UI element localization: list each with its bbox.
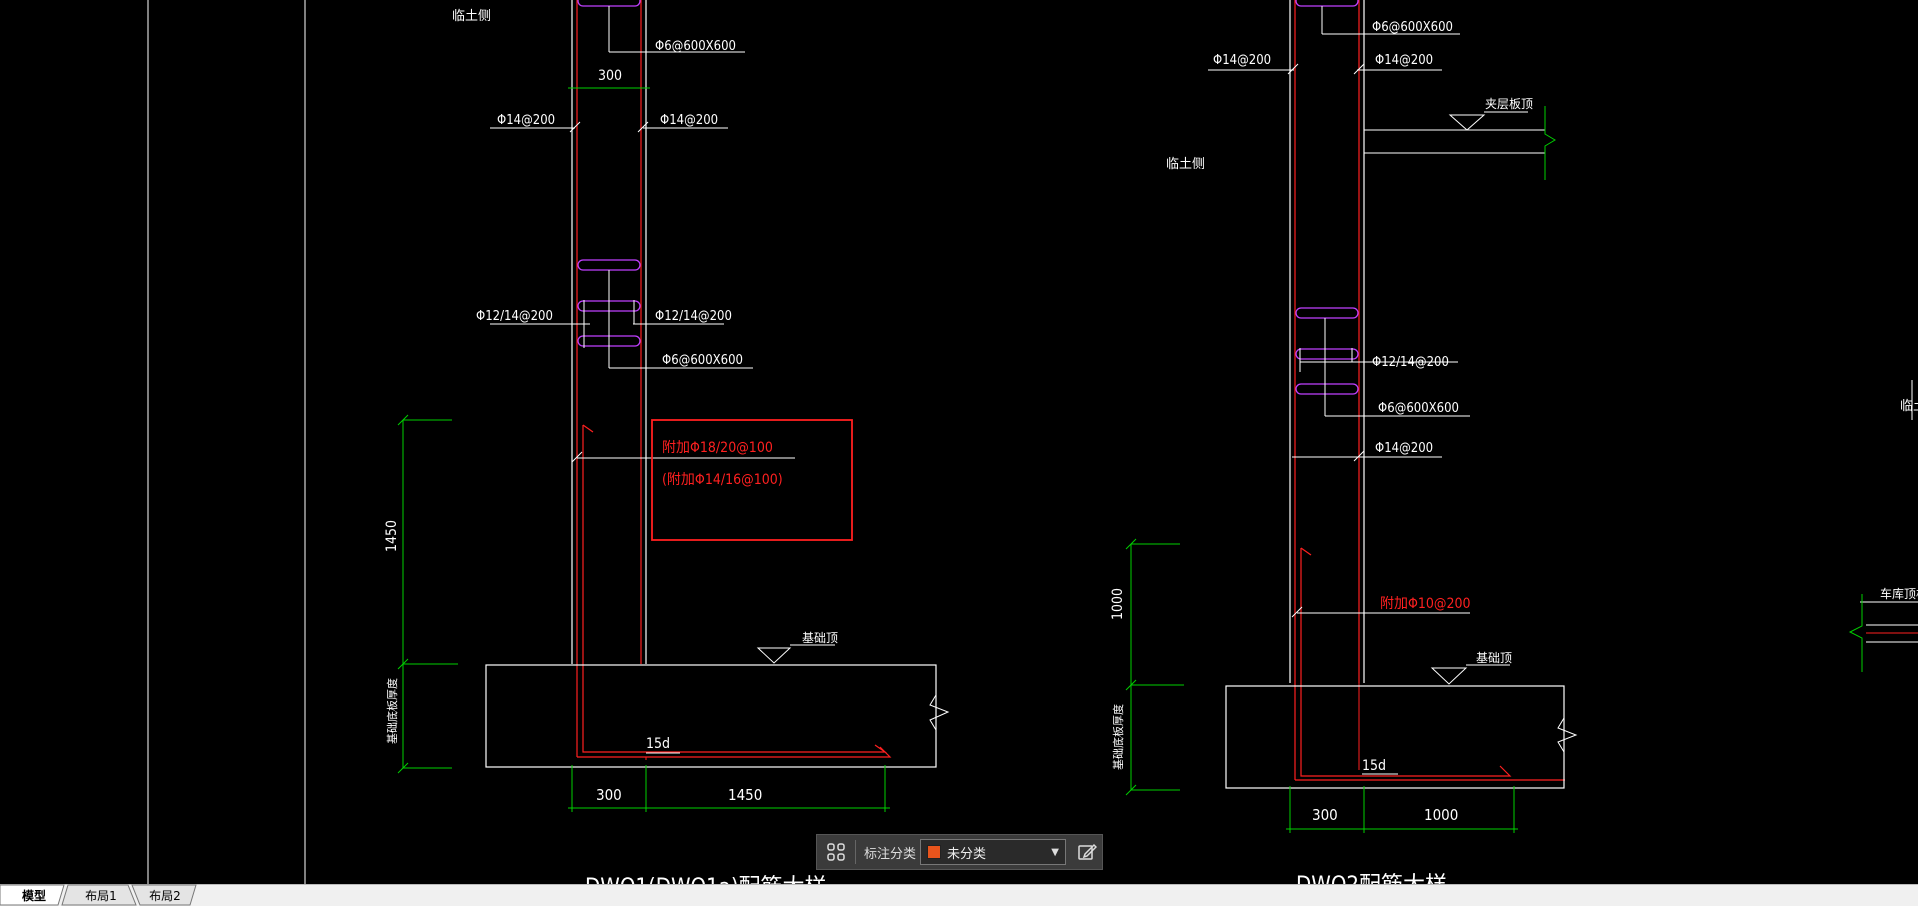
left-added-bar	[582, 425, 887, 753]
left-anchor-label: 15d	[646, 736, 670, 752]
left-rebar-inner-top: Φ14@200	[660, 113, 718, 128]
left-width-dim-ext: 1450	[728, 786, 762, 804]
right-height-dim: 1000	[1110, 588, 1126, 620]
left-detail: 临土侧 Φ6@600X600 300 Φ14@200 Φ14@200 Φ12/1	[384, 0, 950, 884]
annotation-category-value: 未分类	[947, 846, 987, 862]
grid-icon[interactable]	[821, 837, 851, 867]
right-anchor-label: 15d	[1362, 758, 1386, 774]
annotation-category-label: 标注分类	[864, 846, 917, 862]
right-rebar-mid: Φ12/14@200	[1372, 355, 1449, 370]
right-stirrup-mid-label: Φ6@600X600	[1378, 401, 1459, 416]
right-rebar-inner-top: Φ14@200	[1375, 53, 1433, 68]
left-foundation-slab	[485, 664, 937, 768]
edge-detail: 临土侧 车库顶板	[1848, 380, 1918, 672]
left-rebar-outer-top: Φ14@200	[497, 113, 555, 128]
left-rebar-outer-mid: Φ12/14@200	[476, 309, 553, 324]
left-base-thickness-label: 基础底板厚度	[385, 678, 399, 744]
left-stirrup-top	[577, 0, 641, 7]
right-rebar-outer-top: Φ14@200	[1213, 53, 1271, 68]
tab-model[interactable]: 模型	[21, 889, 46, 903]
annotation-category-select[interactable]: 未分类 ▼	[920, 839, 1066, 865]
left-highlight-box[interactable]	[651, 419, 853, 541]
right-rebar-low: Φ14@200	[1375, 441, 1433, 456]
tab-shapes	[0, 884, 197, 906]
left-added-bar-2: (附加Φ14/16@100)	[662, 472, 783, 488]
drawing-svg: 临土侧 Φ6@600X600 300 Φ14@200 Φ14@200 Φ12/1	[147, 0, 1918, 884]
cad-drawing-canvas[interactable]: 临土侧 Φ6@600X600 300 Φ14@200 Φ14@200 Φ12/1	[0, 0, 1918, 884]
right-detail: Φ6@600X600 Φ14@200 Φ14@200 夹层板顶 临土侧 Φ12/…	[1110, 0, 1578, 884]
right-floor-label: 夹层板顶	[1485, 97, 1533, 111]
toolbar-separator	[855, 840, 856, 864]
chevron-down-icon: ▼	[1051, 846, 1059, 858]
right-detail-title: DWQ2配筋大样	[1296, 873, 1447, 884]
tab-layout2[interactable]: 布局2	[149, 889, 181, 903]
right-stirrup-top-label: Φ6@600X600	[1372, 20, 1453, 35]
layout-tab-bar: 模型 布局1 布局2	[0, 884, 1918, 906]
tab-layout1[interactable]: 布局1	[85, 889, 117, 903]
edge-slab-label: 车库顶板	[1880, 586, 1918, 601]
left-detail-title: DWQ1(DWQ1a)配筋大样	[585, 875, 827, 884]
edge-soil-side-label: 临土侧	[1900, 399, 1918, 414]
left-stirrup-mid-label: Φ6@600X600	[662, 353, 743, 368]
right-added-bar: 附加Φ10@200	[1380, 596, 1471, 612]
left-foundation-top-label: 基础顶	[802, 631, 838, 645]
right-width-dim-wall: 300	[1312, 806, 1338, 824]
left-rebar-inner-mid: Φ12/14@200	[655, 309, 732, 324]
edit-icon[interactable]	[1072, 837, 1102, 867]
left-width-dim-wall: 300	[596, 786, 622, 804]
category-color-swatch	[927, 845, 942, 859]
annotation-category-toolbar: 标注分类 未分类 ▼	[816, 834, 1103, 870]
left-added-bar-1: 附加Φ18/20@100	[662, 440, 773, 456]
right-base-thickness-label: 基础底板厚度	[1111, 704, 1125, 770]
left-stirrup-top-label: Φ6@600X600	[655, 39, 736, 54]
right-foundation-top-label: 基础顶	[1476, 651, 1512, 665]
right-width-dim-ext: 1000	[1424, 806, 1458, 824]
left-soil-side-label: 临土侧	[452, 9, 491, 24]
right-soil-side-label: 临土侧	[1166, 157, 1205, 172]
left-height-dim: 1450	[384, 520, 400, 552]
left-wall-thickness-top: 300	[598, 68, 622, 84]
